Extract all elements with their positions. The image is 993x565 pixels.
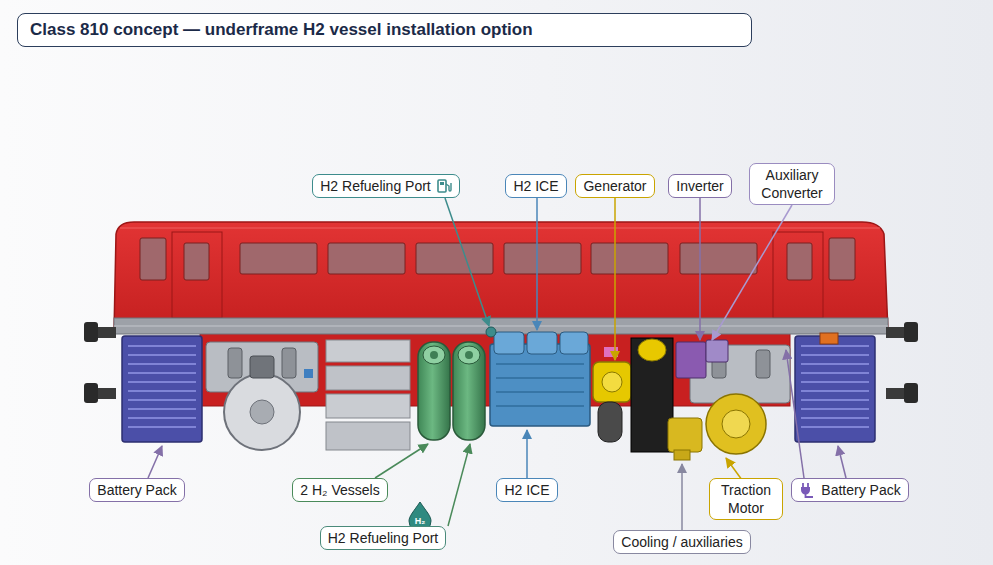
callout-label: Battery Pack <box>791 478 908 502</box>
label-text: Battery Pack <box>97 482 176 498</box>
label-text: Traction Motor <box>721 482 771 516</box>
label-text: Cooling / auxiliaries <box>621 534 742 550</box>
fuel-pump-icon <box>436 178 452 194</box>
title-text: Class 810 concept — underframe H2 vessel… <box>30 20 533 40</box>
callout-label: H2 ICE <box>496 478 557 502</box>
callout-label: Cooling / auxiliaries <box>613 530 750 554</box>
label-text: 2 H₂ Vessels <box>300 482 379 498</box>
label-text: H2 Refueling Port <box>320 178 431 194</box>
callout-label: Inverter <box>668 174 731 198</box>
label-text: Generator <box>583 178 646 194</box>
label-text: Inverter <box>676 178 723 194</box>
callout-label: Generator <box>575 174 654 198</box>
callout-label: 2 H₂ Vessels <box>292 478 387 502</box>
label-text: H2 ICE <box>504 482 549 498</box>
callout-label: Battery Pack <box>89 478 184 502</box>
label-text: H2 Refueling Port <box>328 530 439 546</box>
plug-icon <box>799 482 815 498</box>
label-text: H2 ICE <box>513 178 558 194</box>
callout-label: Auxiliary Converter <box>749 163 835 205</box>
callout-label: H2 Refueling Port <box>320 526 447 550</box>
icon-text: H₂ <box>415 517 426 526</box>
callout-label: H2 Refueling Port <box>312 174 460 198</box>
label-text: Battery Pack <box>821 482 900 498</box>
label-text: Auxiliary Converter <box>761 167 822 201</box>
title-box: Class 810 concept — underframe H2 vessel… <box>17 13 752 47</box>
callout-label: Traction Motor <box>709 478 783 520</box>
callout-label: H2 ICE <box>505 174 566 198</box>
